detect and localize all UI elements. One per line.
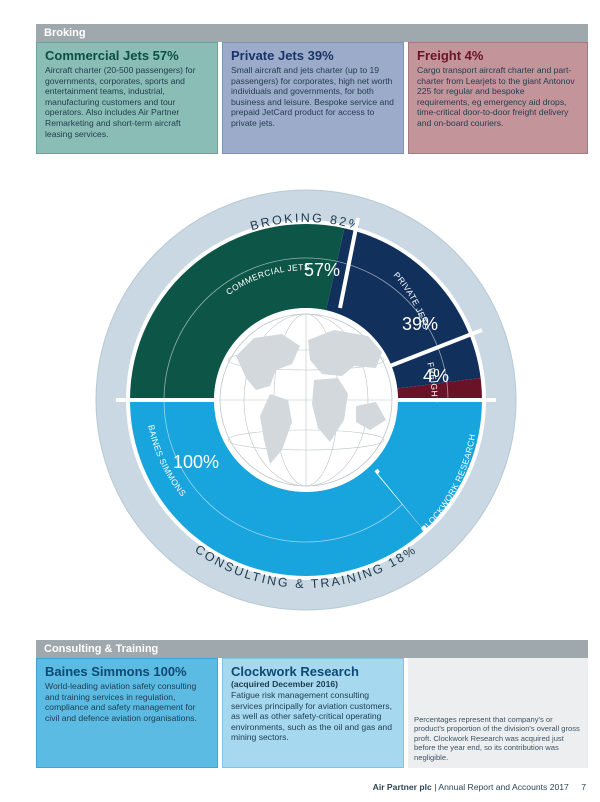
commercial-jets-card: Commercial Jets 57% Aircraft charter (20… <box>36 42 218 154</box>
outer-ring-border <box>95 189 517 611</box>
baines-simmons-description: World-leading aviation safety consulting… <box>45 681 197 723</box>
footer-report: Annual Report and Accounts 2017 <box>438 782 569 792</box>
freight-segment <box>397 377 482 400</box>
clockwork-research-title: Clockwork Research <box>231 664 359 679</box>
commercial-jets-title: Commercial Jets 57% <box>45 48 179 63</box>
freight-value: 4% <box>423 366 449 386</box>
separator-private-freight <box>389 328 483 368</box>
commercial-jets-value: 57% <box>304 260 340 280</box>
footer-separator: | <box>434 782 437 792</box>
baines-simmons-card: Baines Simmons 100% World-leading aviati… <box>36 658 218 768</box>
clockwork-research-card: Clockwork Research (acquired December 20… <box>222 658 404 768</box>
clockwork-research-description: Fatigue risk management consulting servi… <box>231 690 392 743</box>
page-number: 7 <box>581 782 586 792</box>
percentage-note: Percentages represent that company's or … <box>414 714 580 762</box>
percentage-note-card: Percentages represent that company's or … <box>408 658 588 768</box>
freight-description: Cargo transport aircraft charter and par… <box>417 65 575 128</box>
division-breakdown-diagram: BROKING 82% CONSULTING & TRAINING 18% CO… <box>95 189 517 611</box>
commercial-jets-description: Aircraft charter (20-500 passengers) for… <box>45 65 196 139</box>
freight-title: Freight 4% <box>417 48 484 63</box>
private-jets-segment <box>326 228 481 389</box>
clockwork-research-subtitle: (acquired December 2016) <box>231 679 338 689</box>
page-footer: Air Partner plc | Annual Report and Acco… <box>373 782 586 792</box>
globe-icon <box>219 313 393 487</box>
consulting-section-header: Consulting & Training <box>36 640 588 658</box>
private-jets-title: Private Jets 39% <box>231 48 334 63</box>
commercial-jets-segment <box>130 223 345 400</box>
baines-simmons-title: Baines Simmons 100% <box>45 664 187 679</box>
broking-section-header: Broking <box>36 24 588 42</box>
baines-simmons-value: 100% <box>173 452 219 472</box>
private-jets-card: Private Jets 39% Small aircraft and jets… <box>222 42 404 154</box>
separator-commercial-private <box>338 217 360 309</box>
private-jets-description: Small aircraft and jets charter (up to 1… <box>231 65 394 128</box>
footer-company: Air Partner plc <box>372 782 432 792</box>
clockwork-research-segment <box>378 402 465 528</box>
private-jets-value: 39% <box>402 314 438 334</box>
freight-card: Freight 4% Cargo transport aircraft char… <box>408 42 588 154</box>
